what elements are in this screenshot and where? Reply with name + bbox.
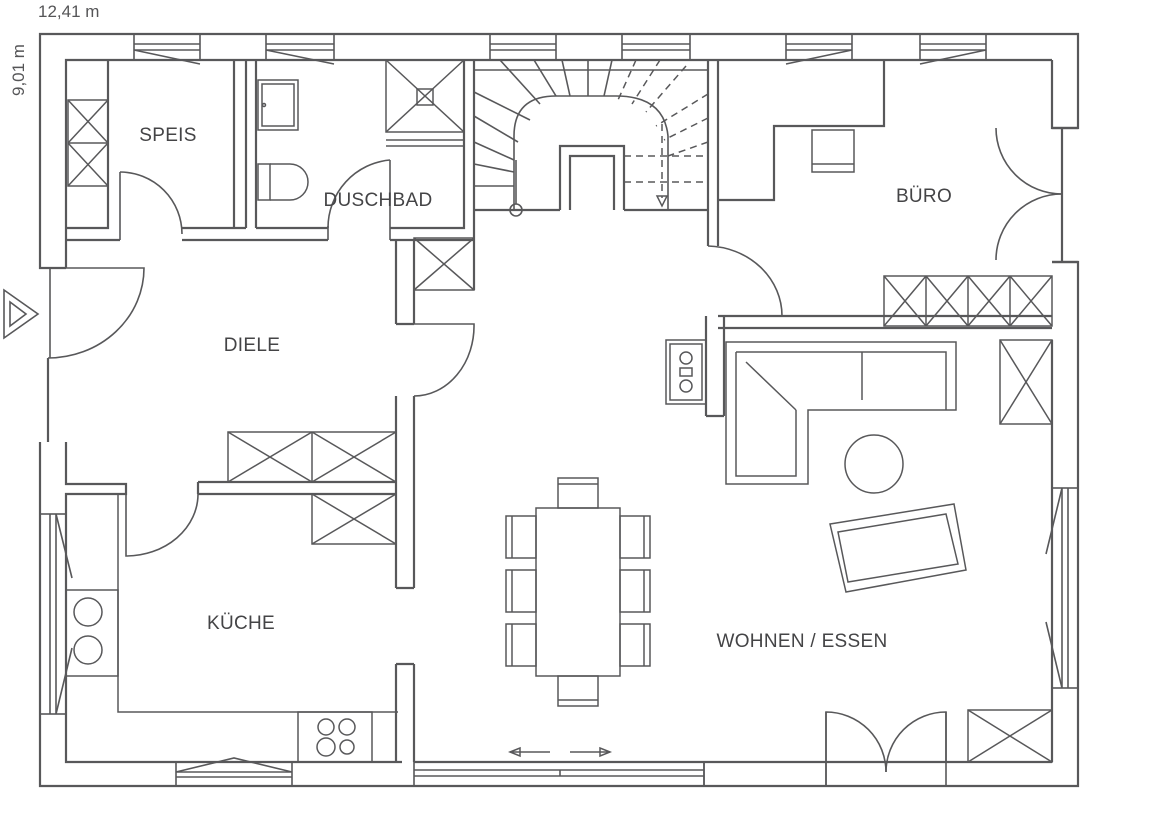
room-label-kueche: KÜCHE [207,613,275,634]
entrance-door [47,267,145,359]
side-windows [39,487,1079,715]
office-chair [811,129,855,173]
room-label-wohnen-essen: WOHNEN / ESSEN [717,631,888,652]
stove-icon [73,597,356,757]
room-label-diele: DIELE [224,335,280,356]
room-label-duschbad: DUSCHBAD [323,190,432,211]
built-in-cabinets [227,237,1053,763]
corner-sofa [725,341,957,485]
fireplace-icon [665,339,707,405]
room-label-buero: BÜRO [896,186,952,207]
depth-dimension: 9,01 m [9,44,28,96]
width-dimension: 12,41 m [38,2,99,21]
dining-table [505,477,651,707]
interior-walls [66,60,1052,762]
bottom-windows [175,757,827,787]
living-furniture [829,434,967,593]
top-windows [133,33,987,65]
bathroom-fixtures [257,59,465,201]
speis-shelf [67,99,109,187]
sliding-door-arrows-icon [507,746,613,758]
interior-doors [119,127,1063,786]
room-label-speis: SPEIS [139,125,196,146]
staircase [473,59,709,217]
kitchen-counter [65,493,398,763]
entrance-arrow-icon [3,288,40,340]
